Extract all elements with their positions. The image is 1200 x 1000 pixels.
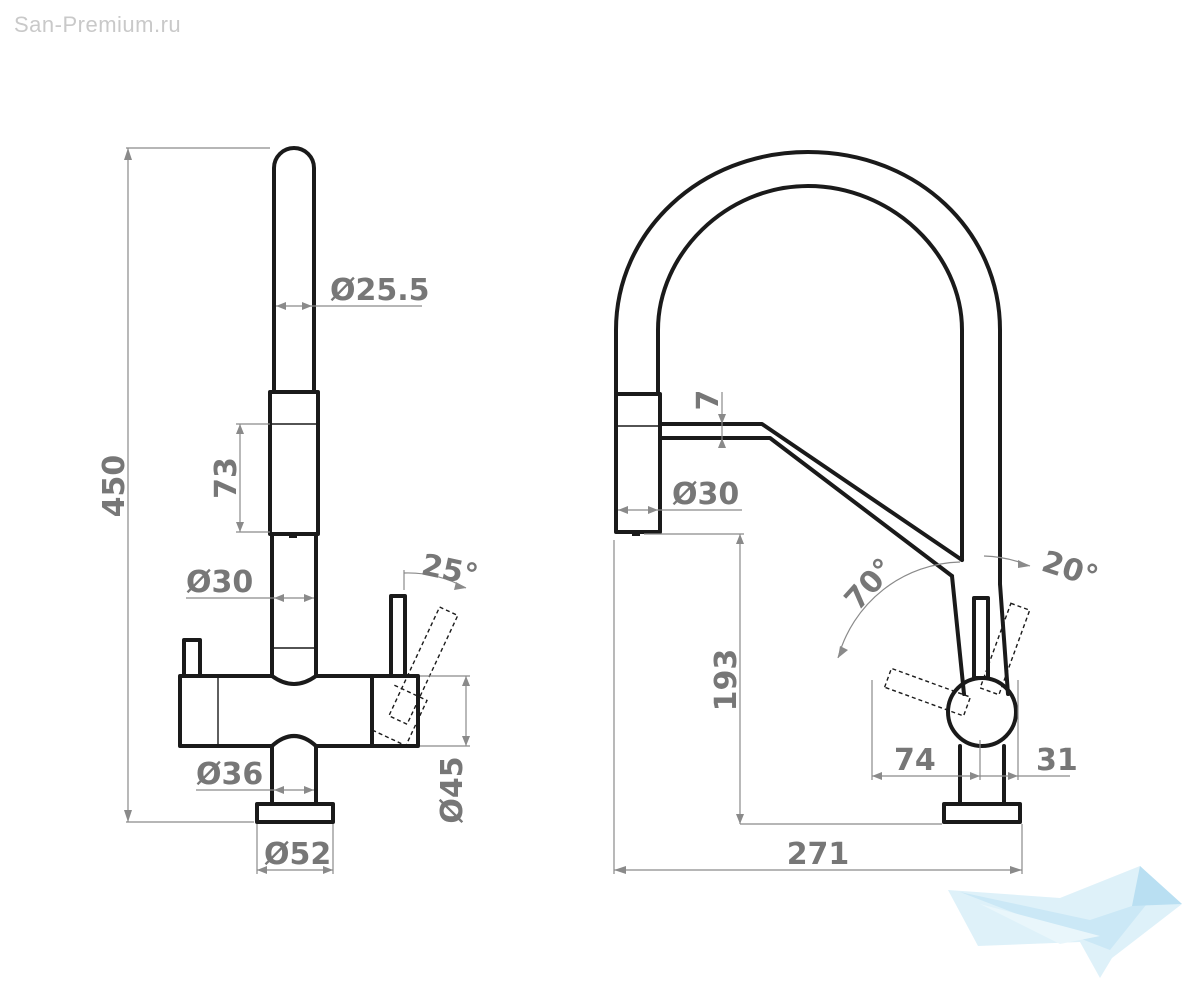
- label-lever-reach-left: 74: [894, 743, 936, 778]
- label-column-diameter: Ø30: [186, 565, 253, 600]
- label-lever-angle-side: 25°: [418, 548, 481, 594]
- dim-column-diameter: Ø30: [186, 565, 314, 602]
- label-hose-offset: 7: [691, 390, 726, 411]
- side-spout-pipe: [272, 146, 316, 394]
- front-base-plate: [942, 802, 1022, 824]
- dim-base-diameter: Ø52: [256, 824, 334, 874]
- label-spout-end-diameter: Ø30: [672, 477, 739, 512]
- dim-spout-end-diameter: Ø30: [618, 477, 742, 514]
- front-lever-hub: [946, 676, 1018, 748]
- side-column: [270, 532, 318, 678]
- side-filter-handle: [182, 638, 202, 678]
- front-lever: [972, 596, 990, 680]
- front-gooseneck-inner: [656, 184, 964, 562]
- front-gooseneck-outer: [614, 150, 1002, 586]
- dim-lever-reach-right: 31: [980, 680, 1078, 780]
- front-base-neck: [958, 744, 1006, 806]
- label-base-diameter: Ø52: [264, 837, 331, 872]
- front-view: 7 Ø30 193 70° 20°: [613, 150, 1103, 874]
- side-mixer-body: [178, 674, 374, 748]
- bathtub-wave-logo-icon: [948, 866, 1182, 978]
- watermark-site-name: San-Premium.ru: [14, 12, 182, 37]
- front-column: [950, 574, 1010, 696]
- dim-reach-total: 271: [613, 540, 1023, 874]
- label-lever-angle-left: 70°: [838, 552, 902, 618]
- label-outlet-height: 193: [709, 649, 744, 712]
- side-spout-sleeve: [268, 390, 320, 536]
- dim-spout-sleeve-length: 73: [209, 423, 270, 533]
- dim-lever-reach-left: 74: [871, 680, 981, 780]
- side-mixer-lever: [389, 594, 407, 678]
- dim-base-neck-diameter: Ø36: [196, 757, 314, 794]
- dim-hose-offset: 7: [691, 390, 726, 448]
- label-base-neck-diameter: Ø36: [196, 757, 263, 792]
- label-spout-diameter: Ø25.5: [330, 273, 430, 308]
- label-reach-total: 271: [787, 837, 850, 872]
- dim-body-diameter: Ø45: [420, 675, 470, 824]
- label-body-diameter: Ø45: [435, 756, 470, 823]
- label-lever-angle-right: 20°: [1038, 544, 1103, 595]
- front-hose: [658, 422, 964, 562]
- side-base-neck: [270, 744, 318, 806]
- dim-outlet-height: 193: [644, 533, 942, 825]
- dim-height-total: 450: [97, 147, 270, 823]
- label-height-total: 450: [97, 455, 132, 518]
- dim-lever-angle-side: 25°: [403, 548, 481, 594]
- side-view: 450 Ø25.5 73 Ø30 2: [97, 146, 481, 874]
- label-spout-sleeve-length: 73: [209, 457, 244, 499]
- side-base-plate: [255, 802, 335, 824]
- label-lever-reach-right: 31: [1036, 743, 1078, 778]
- dim-spout-diameter: Ø25.5: [276, 273, 430, 310]
